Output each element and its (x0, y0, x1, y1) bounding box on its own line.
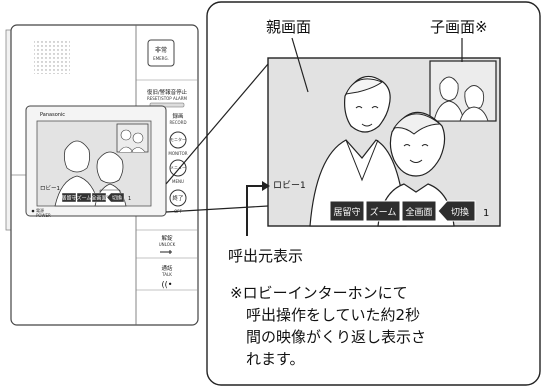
osd-button-fullscreen: 全画面 (405, 206, 432, 218)
osd-button-switch: 切換 (451, 206, 469, 218)
record-sub: RECORD (169, 120, 186, 125)
caller-display-label: 呼出元表示 (228, 247, 303, 265)
brand-logo: Panasonic (40, 112, 65, 118)
menu-button[interactable] (169, 159, 187, 177)
menu-sub: MENU (172, 179, 184, 184)
caller-pointer-arrow (246, 185, 265, 236)
monitor-button[interactable] (169, 131, 187, 149)
power-label: 電源 (36, 207, 44, 213)
sub-screen-people (433, 76, 489, 122)
emergency-sub: EMERG. (153, 56, 169, 61)
talk-label: 通話 (161, 264, 173, 272)
caller-label: ロビー1 (273, 180, 306, 191)
sub-screen-label: 子画面※ (430, 18, 488, 36)
talk-icon[interactable]: ((• (162, 280, 173, 289)
power-sub: POWER (36, 213, 51, 218)
osd-buttons: 居留守 ズーム 全画面 切換 1 (329, 200, 489, 222)
mini-osd-btn-4: 切換 (112, 195, 122, 202)
footnote-line-3: 間の映像がくり返し表示さ (246, 328, 426, 346)
enlarged-screen: ロビー1 居留守 ズーム 全画面 切換 1 (267, 57, 501, 227)
reset-label: 復旧/警報音停止 (147, 88, 188, 96)
intercom-device: 非常 EMERG. 復旧/警報音停止 RESET/STOP ALARM 録画 R… (5, 24, 199, 326)
zoom-pointer-lines (165, 63, 269, 213)
mini-osd-buttons: 居留守 ズーム 全画面 切換 1 (61, 192, 131, 203)
mini-caller-label: ロビー1 (40, 184, 60, 192)
emergency-label: 非常 (155, 46, 167, 54)
callout-labels: 親画面 子画面※ 呼出元表示 (228, 18, 488, 265)
main-screen-label: 親画面 (266, 18, 311, 36)
footnote: ※ロビーインターホンにて 呼出操作をしていた約2秒 間の映像がくり返し表示さ れ… (230, 284, 426, 368)
talk-sub: TALK (161, 272, 172, 277)
footnote-line-2: 呼出操作をしていた約2秒 (246, 306, 420, 324)
osd-switch-number: 1 (483, 208, 489, 219)
mini-osd-number: 1 (128, 196, 131, 202)
monitor-label: モニター (170, 136, 186, 142)
osd-button-absence: 居留守 (333, 206, 360, 218)
end-label: 終了 (172, 194, 183, 202)
footnote-line-1: ※ロビーインターホンにて (230, 284, 408, 302)
monitor-sub: MONITOR (168, 151, 187, 156)
menu-label: メニュー (170, 165, 186, 170)
reset-sub: RESET/STOP ALARM (147, 96, 188, 101)
key-icon (160, 250, 172, 254)
speaker-grille (34, 40, 70, 74)
emergency-button[interactable] (147, 39, 175, 67)
footnote-line-4: れます。 (246, 350, 305, 368)
mini-osd-btn-2: ズーム (77, 195, 92, 202)
osd-button-zoom: ズーム (370, 206, 397, 218)
unlock-sub: UNLOCK (159, 242, 176, 247)
mini-osd-btn-1: 居留守 (61, 195, 76, 202)
record-label: 録画 (172, 112, 183, 120)
end-button[interactable] (169, 189, 187, 207)
unlock-label: 解錠 (161, 234, 173, 242)
mini-osd-btn-3: 全画面 (91, 195, 106, 202)
